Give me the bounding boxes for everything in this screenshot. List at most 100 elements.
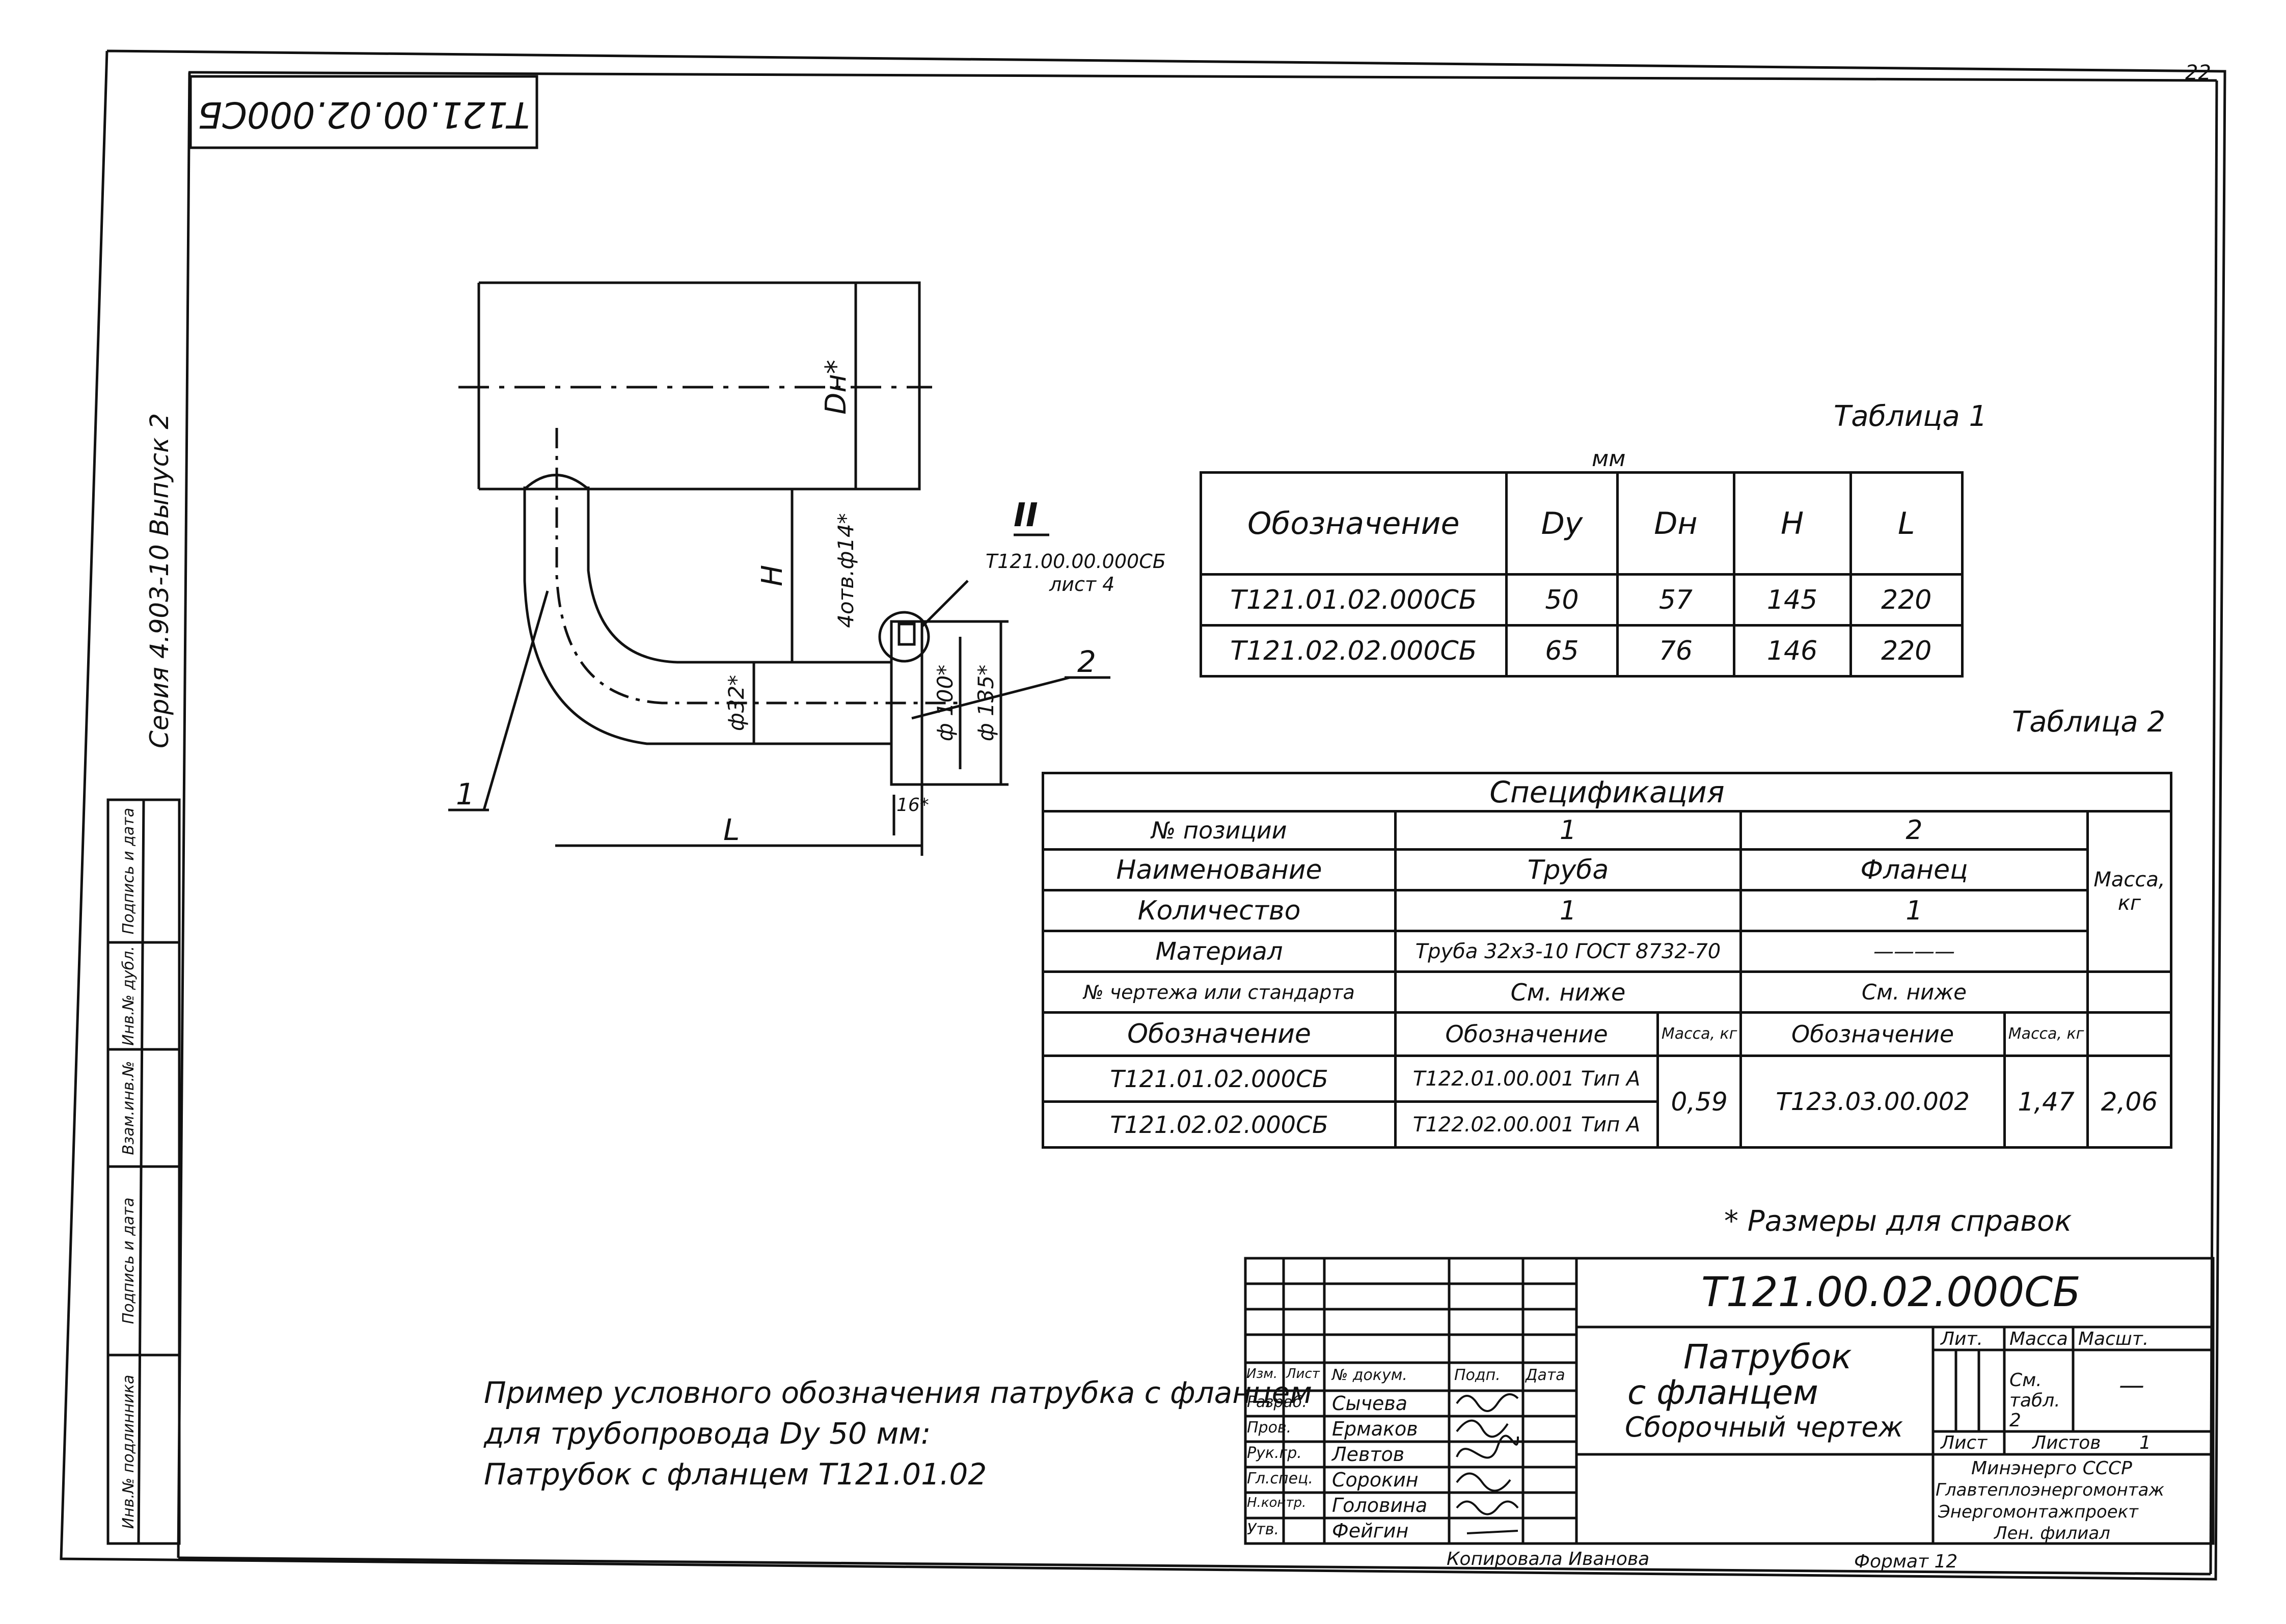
- table2-specification: Спецификация № позиции 1 2 Масса, кг Наи…: [1042, 772, 2173, 1149]
- table2-cell: Т121.01.02.000СБ: [1042, 1054, 1397, 1103]
- tb-scale-value: —: [2119, 1370, 2144, 1400]
- table1-header: Обозначение: [1200, 471, 1508, 576]
- tb-org-3: Энергомонтажпроект: [1938, 1502, 2138, 1522]
- table2-cell: Т121.02.02.000СБ: [1042, 1100, 1397, 1149]
- table1-unit: мм: [1592, 446, 1626, 472]
- table1-cell: 50: [1505, 573, 1619, 627]
- signature-1: [1456, 1393, 1519, 1412]
- tb-person: Сорокин: [1332, 1469, 1419, 1491]
- detail-circle: [878, 611, 930, 663]
- title-block-name-1: Патрубок: [1683, 1337, 1852, 1376]
- dim-H-label: H: [756, 565, 789, 586]
- table2-subheader: Обозначение: [1394, 1011, 1659, 1057]
- table2-subheader: Масса, кг: [2003, 1011, 2089, 1057]
- tb-person: Головина: [1332, 1494, 1428, 1517]
- tb-person: Ермаков: [1332, 1418, 1418, 1440]
- sheet-outer-border: [60, 49, 2226, 1581]
- title-block-name-2: с фланцем: [1627, 1373, 1818, 1412]
- table2-cell: 1: [1394, 889, 1742, 932]
- table2-subheader: Обозначение: [1739, 1011, 2006, 1057]
- tb-lit-label: Лит.: [1941, 1329, 1983, 1349]
- position-1-label: 1: [456, 777, 475, 811]
- table1-cell: 220: [1849, 624, 1964, 678]
- tb-org-2: Главтеплоэнергомонтаж: [1936, 1480, 2165, 1500]
- table2-label: Наименование: [1042, 848, 1397, 891]
- callout-sheet: лист 4: [1049, 573, 1115, 596]
- signatures: [1456, 1393, 1519, 1534]
- tb-role: Рук.гр.: [1247, 1444, 1302, 1462]
- table2-label: № позиции: [1042, 810, 1397, 851]
- tb-role: Пров.: [1247, 1419, 1292, 1437]
- tb-sheets-value: 1: [2139, 1432, 2151, 1453]
- tb-role: Разраб.: [1247, 1393, 1307, 1411]
- table2-cell: 1,47: [2003, 1054, 2089, 1149]
- table-row: Т121.02.02.000СБ 65 76 146 220: [1200, 624, 1964, 678]
- left-strip-label-3: Взам.инв.№: [120, 1061, 138, 1155]
- pos1-leader: [482, 590, 549, 810]
- table2-cell: Труба 32х3-10 ГОСТ 8732-70: [1394, 930, 1742, 973]
- title-block-frame: [1244, 1257, 2215, 1545]
- dim-d135-label: ф 135*: [973, 665, 998, 741]
- signature-2: [1456, 1419, 1509, 1438]
- frame-top: [188, 71, 2217, 82]
- left-strip-label-2: Инв.№ дубл.: [120, 946, 138, 1046]
- tb-col-header: Лист: [1286, 1366, 1320, 1382]
- table2-cell: Т122.02.00.001 Тип А: [1394, 1100, 1659, 1149]
- signature-3: [1456, 1434, 1519, 1459]
- table1-cell: 57: [1616, 573, 1735, 627]
- table1-caption: Таблица 1: [1834, 400, 1988, 433]
- flange-hole: [897, 622, 916, 646]
- pos2-leader: [911, 676, 1070, 720]
- dim-d100-label: ф 100*: [933, 665, 958, 741]
- table2-label: Количество: [1042, 889, 1397, 932]
- page-number: 22: [2185, 61, 2211, 85]
- table1: Обозначение Dу Dн H L Т121.01.02.000СБ 5…: [1200, 471, 1964, 678]
- top-stamp-box: [189, 75, 538, 149]
- table2-caption: Таблица 2: [2012, 706, 2166, 739]
- left-strip-label-5: Инв.№ подлинника: [120, 1375, 138, 1529]
- tb-person: Сычева: [1332, 1392, 1408, 1415]
- frame-bottom: [178, 1556, 2211, 1576]
- tb-scale-label: Масшт.: [2078, 1329, 2149, 1349]
- dim-L-label: L: [723, 813, 740, 847]
- table2-cell: Т122.01.00.001 Тип А: [1394, 1054, 1659, 1103]
- table2-cell: Фланец: [1739, 848, 2089, 891]
- tb-sheets-label: Листов: [2032, 1432, 2101, 1453]
- tb-person: Фейгин: [1332, 1520, 1409, 1542]
- table1-cell: 146: [1732, 624, 1852, 678]
- table2-cell: Труба: [1394, 848, 1742, 891]
- left-strip-divider: [137, 799, 145, 1544]
- dim-d32-label: ф32*: [724, 675, 749, 731]
- signature-5: [1456, 1500, 1519, 1515]
- example-line-2: для трубопровода Dу 50 мм:: [484, 1416, 931, 1451]
- title-block-doc-type: Сборочный чертеж: [1625, 1411, 1903, 1443]
- dim-16-label: 16*: [896, 795, 929, 816]
- table2-cell: 1: [1739, 889, 2089, 932]
- tb-sheet-label: Лист: [1941, 1432, 1988, 1453]
- signature-6: [1466, 1530, 1518, 1534]
- tb-person: Левтов: [1332, 1443, 1405, 1466]
- tb-mass-value: См. табл. 2: [2009, 1370, 2060, 1431]
- table2-label: Обозначение: [1042, 1011, 1397, 1057]
- signature-4: [1456, 1472, 1511, 1492]
- table2-cell: 1: [1394, 810, 1742, 851]
- tb-mass-label: Масса: [2009, 1329, 2068, 1349]
- tb-col-header: Изм.: [1246, 1366, 1278, 1382]
- callout-roman: II: [1014, 497, 1038, 534]
- tb-col-header: № докум.: [1332, 1366, 1407, 1384]
- tb-col-header: Дата: [1526, 1366, 1565, 1384]
- table2-label: Материал: [1042, 930, 1397, 973]
- series-note: Серия 4.903-10 Выпуск 2: [145, 413, 174, 748]
- frame-right: [2209, 80, 2218, 1575]
- reference-note: * Размеры для справок: [1724, 1205, 2072, 1238]
- table2-cell: См. ниже: [1739, 970, 2089, 1014]
- left-strip-label-4: Подпись и дата: [120, 1198, 138, 1324]
- left-strip-label-1: Подпись и дата: [120, 808, 138, 935]
- dim-Dn-label: Dн*: [820, 360, 853, 415]
- tb-role: Гл.спец.: [1247, 1470, 1313, 1487]
- flange-body: [890, 620, 923, 786]
- example-line-1: Пример условного обозначения патрубка с …: [484, 1375, 1313, 1410]
- table1-header: H: [1732, 471, 1852, 576]
- table-row: Т121.02.02.000СБ Т122.02.00.001 Тип А: [1042, 1100, 2171, 1149]
